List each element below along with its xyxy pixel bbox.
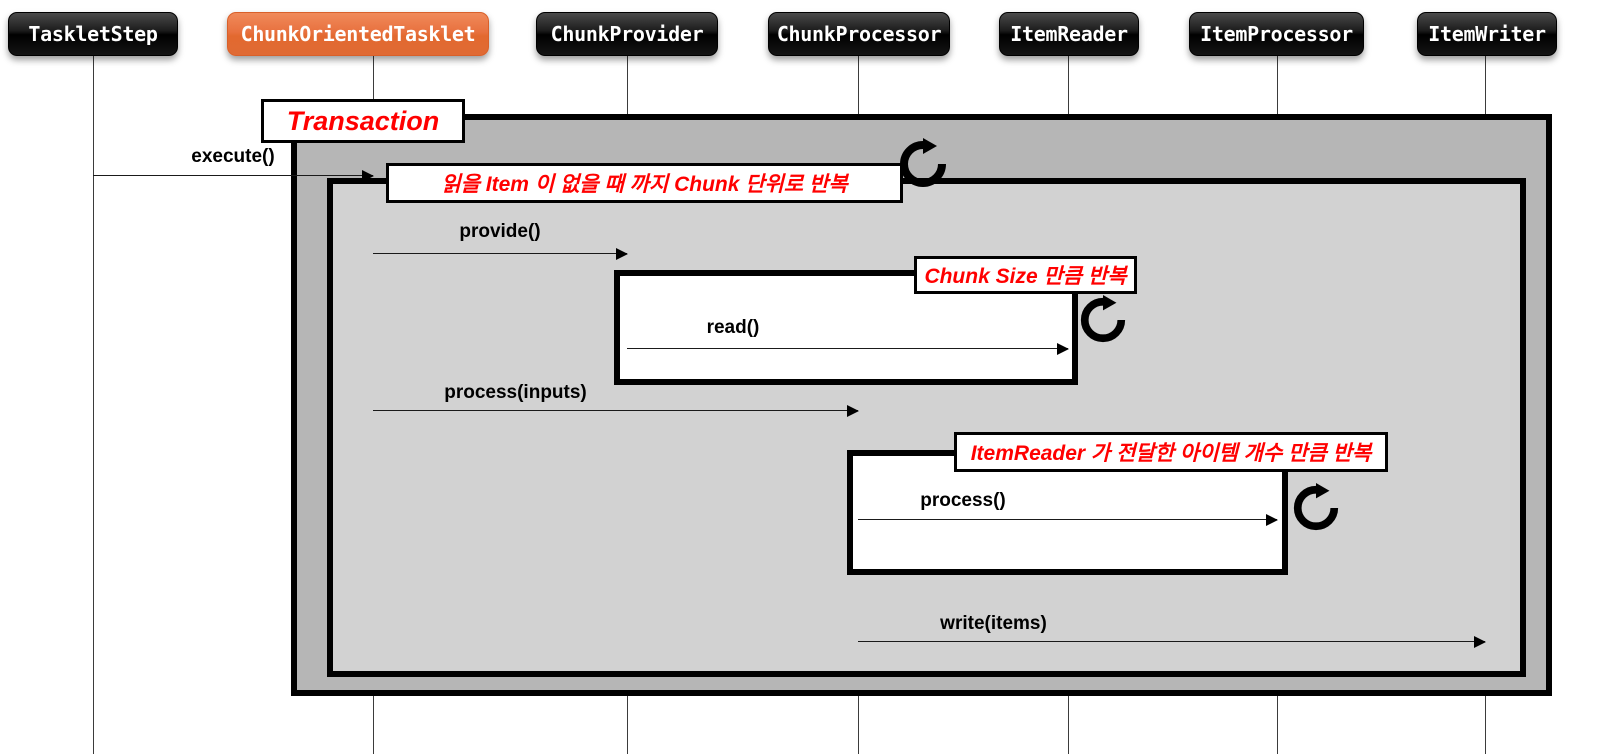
- note-chunk-loop: 읽을 Item 이 없을 때 까지 Chunk 단위로 반복: [386, 163, 903, 203]
- participant-tasklet-step[interactable]: TaskletStep: [8, 12, 178, 56]
- participant-item-writer[interactable]: ItemWriter: [1417, 12, 1557, 56]
- message-line-execute: [93, 170, 374, 182]
- note-read-loop: Chunk Size 만큼 반복: [914, 256, 1137, 294]
- arrowhead-icon: [1057, 343, 1069, 355]
- message-line-write: [858, 636, 1486, 648]
- message-line-process: [858, 514, 1278, 526]
- participant-chunk-oriented-tasklet[interactable]: ChunkOrientedTasklet: [227, 12, 489, 56]
- participant-label: ItemWriter: [1428, 22, 1546, 46]
- message-label-process-inputs: process(inputs): [444, 382, 587, 403]
- lifeline-tasklet-step: [93, 56, 94, 754]
- message-line-provide: [373, 248, 628, 260]
- participant-label: ItemReader: [1010, 22, 1128, 46]
- message-label-provide: provide(): [459, 221, 541, 242]
- note-transaction: Transaction: [261, 99, 465, 143]
- message-label-process: process(): [920, 490, 1006, 511]
- arrowhead-icon: [616, 248, 628, 260]
- message-line-process-inputs: [373, 405, 859, 417]
- participant-item-reader[interactable]: ItemReader: [999, 12, 1139, 56]
- participant-item-processor[interactable]: ItemProcessor: [1189, 12, 1364, 56]
- arrowhead-icon: [847, 405, 859, 417]
- participant-label: ChunkProcessor: [776, 22, 942, 46]
- participant-label: ChunkProvider: [550, 22, 704, 46]
- message-line-read: [627, 343, 1069, 355]
- message-label-read: read(): [706, 317, 760, 338]
- chunk-loop-icon: [897, 138, 949, 190]
- message-label-execute: execute(): [191, 146, 275, 167]
- participant-label: TaskletStep: [28, 22, 158, 46]
- arrowhead-icon: [362, 170, 374, 182]
- message-label-write: write(items): [940, 613, 1047, 634]
- note-process-loop: ItemReader 가 전달한 아이템 개수 만큼 반복: [954, 432, 1388, 472]
- participant-label: ChunkOrientedTasklet: [240, 22, 476, 46]
- participant-chunk-processor[interactable]: ChunkProcessor: [768, 12, 950, 56]
- arrowhead-icon: [1474, 636, 1486, 648]
- arrowhead-icon: [1266, 514, 1278, 526]
- process-loop-icon: [1291, 483, 1341, 533]
- participant-chunk-provider[interactable]: ChunkProvider: [536, 12, 718, 56]
- read-loop-icon: [1078, 295, 1128, 345]
- participant-label: ItemProcessor: [1200, 22, 1353, 46]
